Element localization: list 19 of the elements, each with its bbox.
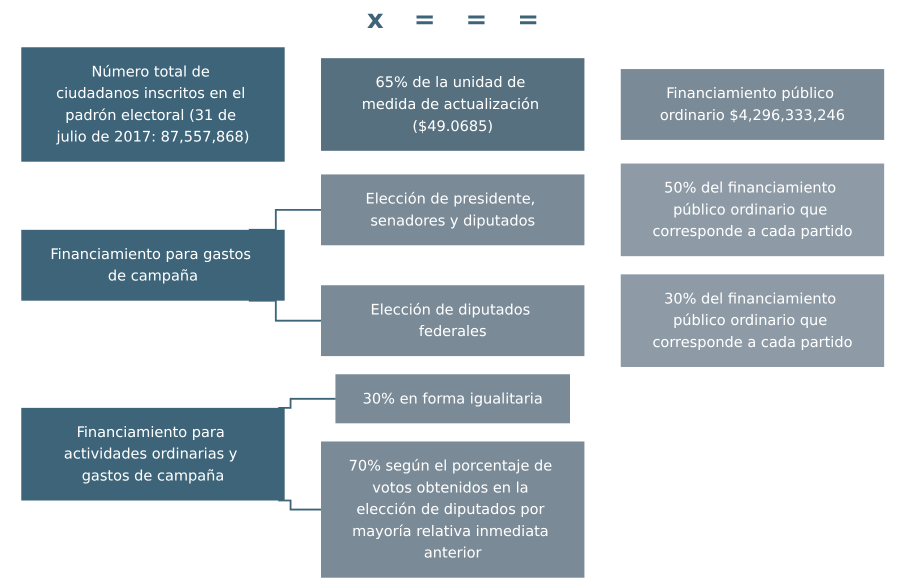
node-box: Financiamiento para gastos de campaña	[22, 230, 285, 301]
operator-symbol: =	[465, 5, 488, 35]
node-box: Financiamiento para actividades ordinarias y gastos de campaña	[22, 408, 285, 500]
operator-symbol: x	[366, 5, 384, 35]
node-box: 50% del financiamiento público ordinario que corresponde a cada partido	[621, 164, 884, 256]
node-box: Elección de diputados federales	[321, 285, 585, 356]
node-box: 30% en forma igualitaria	[336, 374, 570, 424]
node-box: Número total de ciudadanos inscritos en el padrón electoral (31 de julio de 2017: 87,557,868)	[22, 47, 285, 162]
node-box: 30% del financiamiento público ordinario que corresponde a cada partido	[621, 274, 884, 367]
connector	[249, 208, 322, 231]
connector	[278, 500, 322, 510]
node-box: 65% de la unidad de medida de actualización ($49.0685)	[321, 58, 585, 151]
connector	[249, 300, 322, 322]
node-box: Financiamiento público ordinario $4,296,333,246	[621, 69, 884, 140]
node-box: Elección de presidente, senadores y diputados	[321, 174, 585, 246]
operator-symbol: =	[517, 5, 540, 35]
node-box: 70% según el porcentaje de votos obtenidos en la elección de diputados por mayoría relativa inmediata anterior	[321, 441, 585, 578]
operator-symbol: =	[414, 5, 436, 35]
connector	[278, 398, 336, 409]
